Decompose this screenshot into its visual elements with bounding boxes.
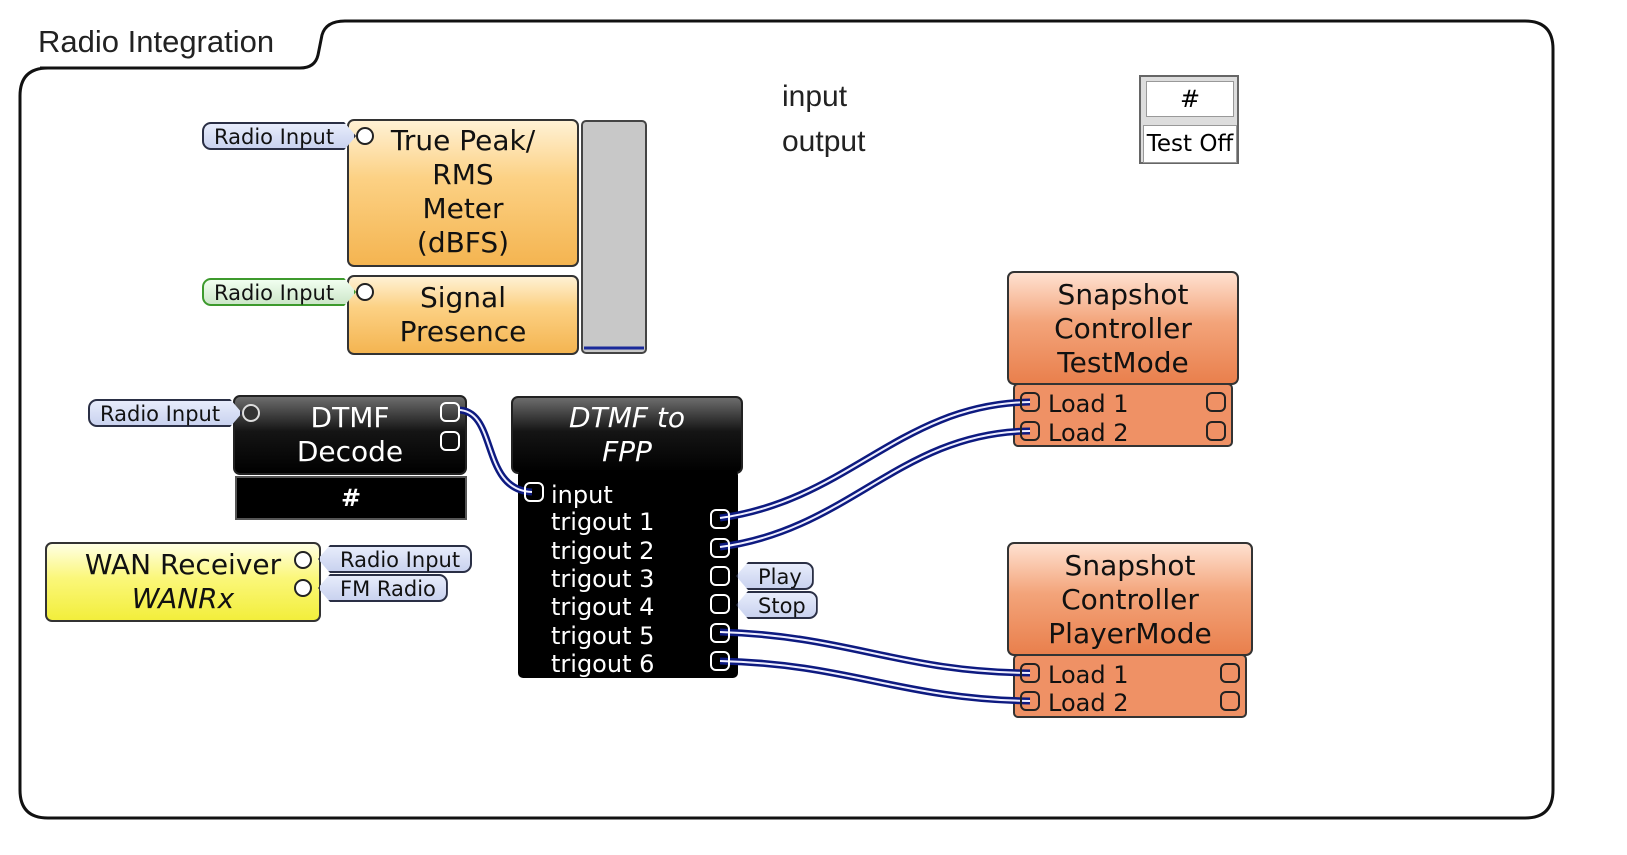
dtmf-fpp-title[interactable]: DTMF to FPP [512, 401, 742, 469]
dtmf-decode-input-pin[interactable] [242, 404, 260, 422]
trigout-5-label: trigout 5 [551, 622, 655, 650]
signal-input-pin[interactable] [356, 283, 374, 301]
snap-player-title-line-1: Snapshot [1064, 549, 1196, 582]
snap-player-load1-label: Load 1 [1048, 661, 1129, 689]
test-off-button[interactable]: Test Off [1143, 125, 1237, 163]
container-border [18, 19, 1555, 820]
wire-trig2-test-load2 [719, 427, 1031, 551]
signal-title-line-1: Signal [419, 281, 506, 314]
signal-title-line-2: Presence [399, 315, 527, 348]
meter-title-line-4: (dBFS) [416, 226, 510, 259]
snap-test-title-line-1: Snapshot [1057, 278, 1189, 311]
snap-player-load2-in-pin[interactable] [1020, 691, 1040, 711]
snap-test-title-line-2: Controller [1054, 312, 1192, 345]
meter-block-bg [347, 119, 579, 267]
snap-test-body-bg [1013, 383, 1233, 447]
page-title: Radio Integration [38, 24, 275, 59]
trigout-5-pin[interactable] [710, 623, 730, 643]
snap-player-load1-in-pin[interactable] [1020, 663, 1040, 683]
wires [457, 398, 1031, 705]
trigout-3-label: trigout 3 [551, 565, 655, 593]
wan-out-tag-radio-input[interactable]: Radio Input [318, 545, 473, 573]
snap-test-load1-label: Load 1 [1048, 390, 1129, 418]
trigout-1-label: trigout 1 [551, 508, 655, 536]
signal-input-tag[interactable]: Radio Input [202, 278, 356, 306]
trigout-4-label: trigout 4 [551, 593, 655, 621]
dtmf-decode-display: # [340, 484, 362, 512]
snap-player-body-bg [1013, 654, 1247, 718]
legend-output-label: output [782, 125, 866, 158]
wan-title-line: WAN Receiver [84, 548, 282, 581]
trigout-6-pin[interactable] [710, 651, 730, 671]
snap-test-title-line-3: TestMode [1057, 346, 1189, 379]
dtmf-decode-title-line-2: Decode [296, 435, 404, 468]
trigout-4-pin[interactable] [710, 594, 730, 614]
signal-block-bg [347, 275, 579, 355]
snap-player-load2-out-pin[interactable] [1220, 691, 1240, 711]
trigout-6-label: trigout 6 [551, 650, 655, 678]
dtmf-decode-output-pin-1[interactable] [440, 402, 460, 422]
snap-player-title-line-3: PlayerMode [1048, 617, 1212, 650]
snap-test-load1-in-pin[interactable] [1020, 392, 1040, 412]
wire-trig1-test-load1 [719, 398, 1031, 522]
snap-player-title[interactable]: Snapshot Controller PlayerMode [1008, 549, 1252, 651]
snap-test-load1-out-pin[interactable] [1206, 392, 1226, 412]
wan-block-bg [45, 542, 321, 622]
control-box: # Test Off [1139, 75, 1239, 164]
meter-title-line-3: Meter [422, 192, 504, 225]
dtmf-decode-title-line-1: DTMF [310, 401, 390, 434]
snap-test-title[interactable]: Snapshot Controller TestMode [1008, 278, 1238, 380]
trigout-3-tag-play[interactable]: Play [736, 562, 814, 590]
snap-test-load2-label: Load 2 [1048, 419, 1129, 447]
trigout-4-tag-stop[interactable]: Stop [736, 591, 818, 619]
meter-title-line-2: RMS [432, 158, 494, 191]
meter-title[interactable]: True Peak/ RMS Meter (dBFS) [348, 124, 578, 260]
wan-output-pin-2[interactable] [294, 579, 312, 597]
trigout-2-pin[interactable] [710, 538, 730, 558]
dtmf-fpp-input-label: input [551, 481, 613, 509]
snap-player-load1-out-pin[interactable] [1220, 663, 1240, 683]
dtmf-decode-title[interactable]: DTMF Decode [234, 401, 466, 469]
dtmf-fpp-body-bg [518, 470, 738, 678]
control-value-field[interactable]: # [1146, 81, 1234, 117]
dtmf-decode-block-bg [233, 395, 467, 475]
wan-title[interactable]: WAN Receiver WANRx [46, 548, 320, 616]
dtmf-fpp-input-pin[interactable] [524, 482, 544, 502]
dtmf-decode-input-tag[interactable]: Radio Input [88, 399, 242, 427]
dtmf-decode-output-pin-2[interactable] [440, 431, 460, 451]
trigout-3-pin[interactable] [710, 566, 730, 586]
legend-input-label: input [782, 80, 848, 113]
wan-out-tag-fm-radio[interactable]: FM Radio [318, 574, 448, 602]
meter-input-tag[interactable]: Radio Input [202, 122, 356, 150]
dtmf-fpp-title-line-1: DTMF to [569, 401, 685, 434]
trigout-2-label: trigout 2 [551, 537, 655, 565]
snap-test-load2-out-pin[interactable] [1206, 421, 1226, 441]
trigout-1-pin[interactable] [710, 509, 730, 529]
dtmf-decode-display-bg [235, 476, 467, 520]
snap-test-load2-in-pin[interactable] [1020, 421, 1040, 441]
dtmf-fpp-title-line-2: FPP [602, 435, 652, 468]
wan-subtitle: WANRx [131, 582, 235, 615]
meter-input-pin[interactable] [356, 127, 374, 145]
snap-player-title-line-2: Controller [1061, 583, 1199, 616]
wan-output-pin-1[interactable] [294, 551, 312, 569]
meter-title-line-1: True Peak/ [390, 124, 536, 157]
snap-player-load2-label: Load 2 [1048, 689, 1129, 717]
meter-level-bar [581, 120, 647, 354]
signal-title[interactable]: Signal Presence [348, 281, 578, 349]
